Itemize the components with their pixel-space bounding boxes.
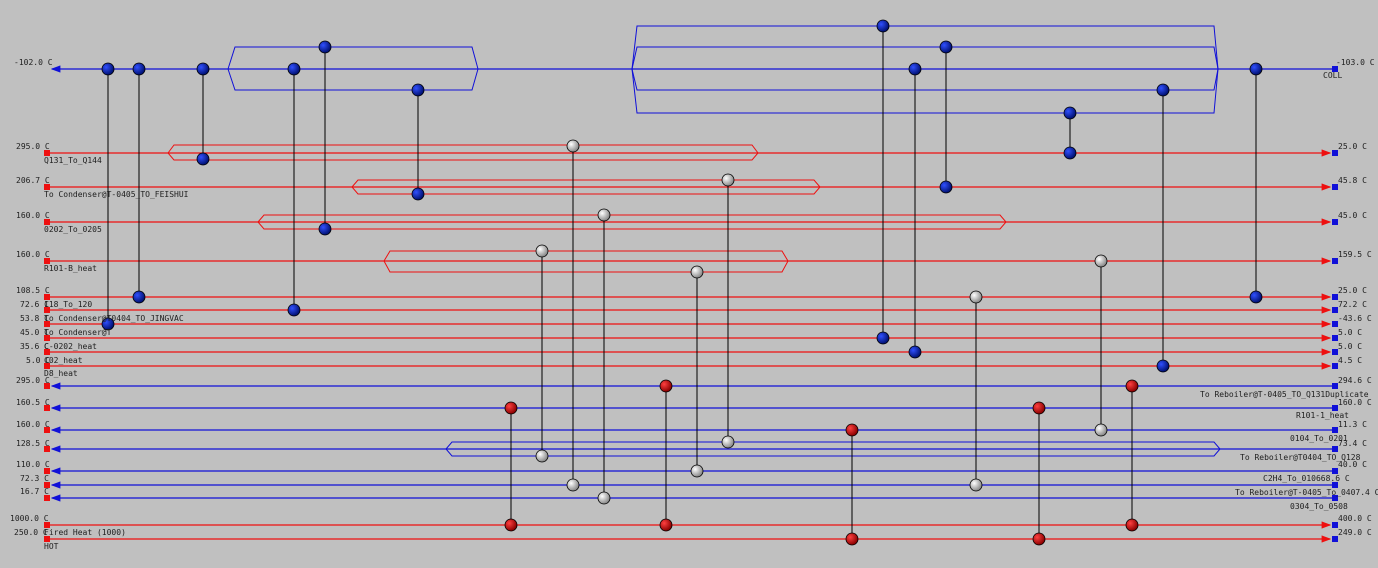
- exchanger-connections: [107, 26, 1257, 539]
- stream-name: C2H4_To_010668.6 C: [1263, 474, 1350, 483]
- outlet-temp: 249.0 C: [1338, 528, 1372, 537]
- inlet-temp: -102.0 C: [14, 58, 53, 67]
- inlet-temp: 35.6 C: [20, 342, 49, 351]
- outlet-temperatures: -103.0 C 25.0 C 45.8 C 45.0 C 159.5 C 25…: [1336, 58, 1375, 537]
- outlet-temp: 160.0 C: [1338, 398, 1372, 407]
- outlet-temp: 25.0 C: [1338, 286, 1367, 295]
- stream-name: To Reboiler@T-0405_To_0407.4 C: [1235, 488, 1378, 497]
- outlet-temp: 72.2 C: [1338, 300, 1367, 309]
- outlet-temp: 5.0 C: [1338, 328, 1362, 337]
- exchanger-dots-cold[interactable]: [101, 19, 1263, 373]
- stream-end-marker: [1332, 66, 1338, 72]
- outlet-temp: 159.5 C: [1338, 250, 1372, 259]
- stream-name: 0202_To_0205: [44, 225, 102, 234]
- inlet-temp: 295.0 C: [16, 376, 50, 385]
- outlet-temp: 40.0 C: [1338, 460, 1367, 469]
- stream-split[interactable]: [631, 25, 1219, 114]
- inlet-temp: 128.5 C: [16, 439, 50, 448]
- inlet-temp: 250.0 C: [14, 528, 48, 537]
- inlet-temp: 206.7 C: [16, 176, 50, 185]
- stream-name: 0304_To_0508: [1290, 502, 1348, 511]
- inlet-temp: 160.0 C: [16, 250, 50, 259]
- inlet-temp: 5.0 C: [26, 356, 50, 365]
- utility-name: COLL: [1323, 71, 1342, 80]
- outlet-temp: 25.0 C: [1338, 142, 1367, 151]
- outlet-temp: 294.6 C: [1338, 376, 1372, 385]
- stream-name: To Reboiler@T-0405_TO_Q131Duplicate: [1200, 390, 1369, 399]
- stream-name: To Condenser@T: [44, 328, 112, 337]
- stream-names: Q131_To_Q144 To Condenser@T-0405_TO_FEIS…: [44, 71, 1378, 551]
- stream-name: To Condenser@T0404_TO_JINGVAC: [44, 314, 184, 323]
- stream-name: C-0202_heat: [44, 342, 97, 351]
- outlet-temp: 4.5 C: [1338, 356, 1362, 365]
- exchanger-dots-hot[interactable]: [504, 379, 1139, 546]
- inlet-temperatures: -102.0 C 295.0 C 206.7 C 160.0 C 160.0 C…: [10, 58, 53, 537]
- inlet-temp: 16.7 C: [20, 487, 49, 496]
- inlet-temp: 1000.0 C: [10, 514, 49, 523]
- stream-split[interactable]: [227, 46, 479, 91]
- inlet-temp: 53.8 C: [20, 314, 49, 323]
- stream-split[interactable]: [167, 144, 1007, 273]
- inlet-temp: 108.5 C: [16, 286, 50, 295]
- stream-name: 0104_To_0201: [1290, 434, 1348, 443]
- outlet-temp: -103.0 C: [1336, 58, 1375, 67]
- utility-name: Fired Heat (1000): [44, 528, 126, 537]
- stream-name: C02_heat: [44, 356, 83, 365]
- inlet-temp: 72.6 C: [20, 300, 49, 309]
- inlet-temp: 110.0 C: [16, 460, 50, 469]
- outlet-temp: 73.4 C: [1338, 439, 1367, 448]
- stream-end-markers: [44, 150, 1338, 542]
- inlet-temp: 160.0 C: [16, 420, 50, 429]
- stream-split[interactable]: [445, 441, 1221, 457]
- stream-name: Q131_To_Q144: [44, 156, 102, 165]
- inlet-temp: 160.0 C: [16, 211, 50, 220]
- outlet-temp: 45.8 C: [1338, 176, 1367, 185]
- stream-name: D8_heat: [44, 369, 78, 378]
- stream-name: 118_To_120: [44, 300, 92, 309]
- stream-name: R101-B_heat: [44, 264, 97, 273]
- outlet-temp: 5.0 C: [1338, 342, 1362, 351]
- inlet-temp: 45.0 C: [20, 328, 49, 337]
- outlet-temp: -43.6 C: [1338, 314, 1372, 323]
- outlet-temp: 400.0 C: [1338, 514, 1372, 523]
- stream-name: To Reboiler@T0404_TO_Q128: [1240, 453, 1361, 462]
- inlet-temp: 295.0 C: [16, 142, 50, 151]
- inlet-temp: 160.5 C: [16, 398, 50, 407]
- outlet-temp: 11.3 C: [1338, 420, 1367, 429]
- exchanger-dots-process[interactable]: [535, 139, 1108, 505]
- outlet-temp: 45.0 C: [1338, 211, 1367, 220]
- stream-name: R101-1_heat: [1296, 411, 1349, 420]
- stream-name: To Condenser@T-0405_TO_FEISHUI: [44, 190, 189, 199]
- inlet-temp: 72.3 C: [20, 474, 49, 483]
- utility-name: HOT: [44, 542, 59, 551]
